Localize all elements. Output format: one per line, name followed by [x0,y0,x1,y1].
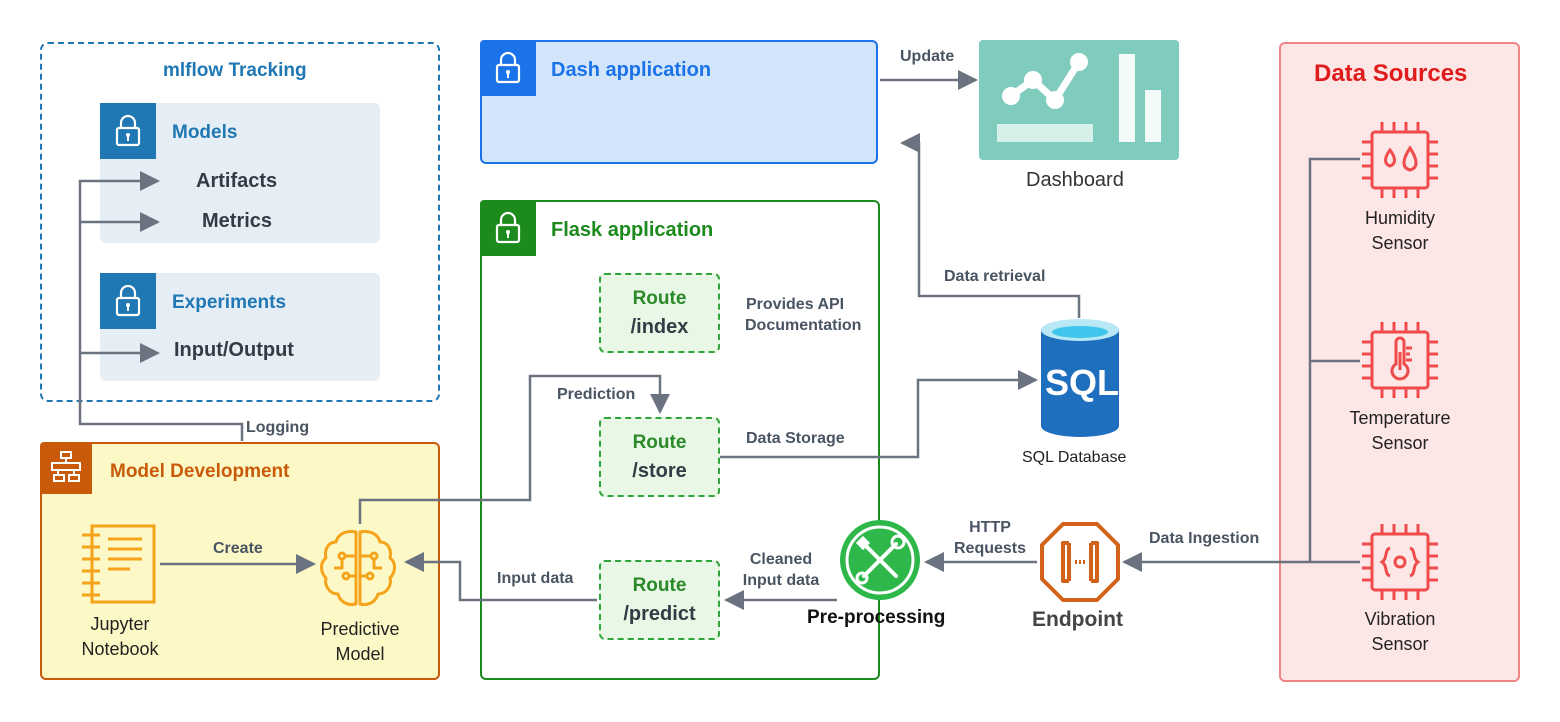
model-development-title: Model Development [110,461,290,482]
models-title: Models [172,122,238,143]
brain-model-icon [316,526,400,615]
sql-caption: SQL Database [1022,449,1127,466]
sql-label: SQL [1045,362,1120,403]
dash-title: Dash application [551,59,712,81]
data-retrieval-label: Data retrieval [944,268,1046,285]
vibration-sensor-icon [1360,522,1440,607]
data-storage-label: Data Storage [746,430,845,447]
route-index: Route/index [599,273,720,353]
prediction-connector [358,374,670,524]
preprocessing-caption: Pre-processing [807,607,946,628]
dash-lock-icon [480,40,536,96]
data-storage-connector [720,370,1038,459]
experiments-title: Experiments [172,292,287,313]
models-lock-icon [100,103,156,159]
flask-application-panel [480,200,880,680]
dashboard-icon [979,40,1179,160]
mlflow-title: mlflow Tracking [163,60,307,81]
workflow-icon [40,442,92,494]
endpoint-caption: Endpoint [1032,608,1123,631]
dash-application-panel [480,40,878,164]
humidity-sensor-icon [1360,120,1440,205]
preprocessing-tools-icon [838,518,922,607]
data-ingestion-label: Data Ingestion [1149,530,1260,547]
route-store: Route/store [599,417,720,497]
mlflow-tracking-panel [40,42,440,402]
flask-lock-icon [480,200,536,256]
experiments-lock-icon [100,273,156,329]
logging-connector [78,171,244,441]
flask-title: Flask application [551,219,714,241]
input-data-label: Input data [497,570,574,587]
logging-label: Logging [246,419,310,436]
input-data-connector [404,552,597,602]
input-output-label: Input/Output [174,339,294,361]
dashboard-caption: Dashboard [1026,169,1124,191]
temperature-sensor-icon [1360,320,1440,405]
endpoint-icon [1039,521,1121,608]
sources-bus [1308,157,1360,564]
data-retrieval-connector [900,133,1081,318]
prediction-label: Prediction [557,386,636,403]
route-predict: Route/predict [599,560,720,640]
update-label: Update [900,48,955,65]
notebook-icon [78,523,160,610]
sql-database-icon [1039,318,1121,445]
create-label: Create [213,540,263,557]
artifacts-label: Artifacts [196,170,278,192]
data-sources-title: Data Sources [1314,60,1468,87]
metrics-label: Metrics [202,210,273,232]
